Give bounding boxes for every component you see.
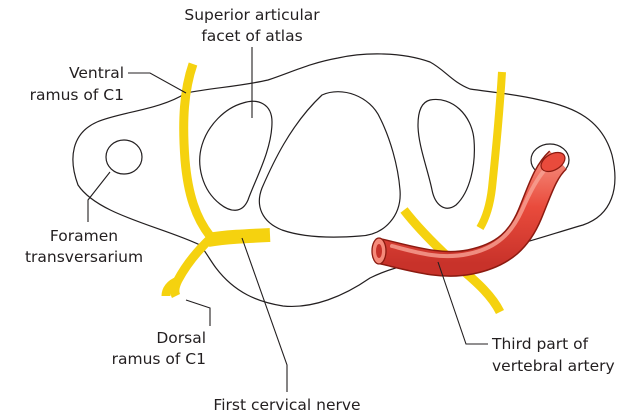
label-vertebral-artery-1: Third part of xyxy=(491,335,589,353)
foramen-transversarium-left xyxy=(106,140,142,174)
label-ventral-ramus-1: Ventral xyxy=(69,64,124,82)
label-foramen-1: Foramen xyxy=(50,227,118,245)
label-superior-articular-facet-1: Superior articular xyxy=(184,6,320,24)
label-dorsal-ramus-1: Dorsal xyxy=(156,329,206,347)
label-foramen-2: transversarium xyxy=(25,248,143,266)
leader-ventral-ramus xyxy=(128,73,186,93)
dorsal-ramus-c1 xyxy=(175,237,212,296)
label-ventral-ramus-2: ramus of C1 xyxy=(30,86,124,104)
label-dorsal-ramus-2: ramus of C1 xyxy=(112,350,206,368)
label-vertebral-artery-2: vertebral artery xyxy=(492,357,615,375)
label-superior-articular-facet-2: facet of atlas xyxy=(201,27,302,45)
leader-dorsal-ramus xyxy=(186,300,210,326)
label-first-cervical-nerve: First cervical nerve xyxy=(213,396,360,414)
first-cervical-nerve-trunk xyxy=(208,235,270,240)
